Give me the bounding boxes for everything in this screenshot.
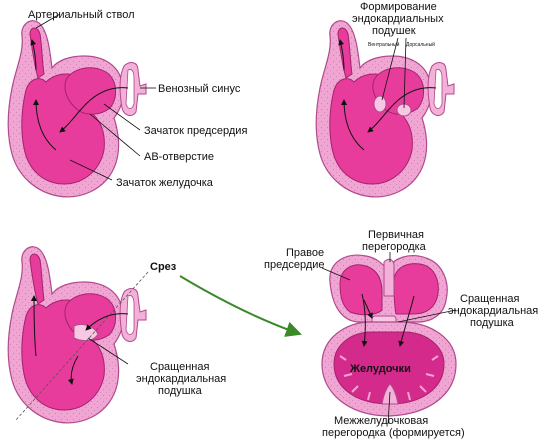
label-atrium-primordium: Зачаток предсердия <box>144 125 247 137</box>
label-fused-cushion-right-line1: Сращенная <box>460 293 519 305</box>
flow-arrow-4c <box>363 299 373 319</box>
flow-arrow-2c <box>338 39 345 71</box>
label-fused-cushion-left-line2: эндокардиальная <box>136 373 226 385</box>
flow-arrow-4b <box>398 295 415 347</box>
label-fused-cushion-left-line3: подушка <box>158 385 203 397</box>
label-av-opening: АВ-отверстие <box>144 151 214 163</box>
leader-cushions-dorsal <box>403 37 407 109</box>
flow-arrow-3c <box>31 295 38 357</box>
flow-arrow-2a <box>367 87 437 133</box>
right-atrium-lumen <box>339 264 383 316</box>
label-venous-sinus: Венозный синус <box>158 83 241 95</box>
left-atrium-lumen <box>393 263 439 315</box>
primary-septum <box>383 258 395 297</box>
label-iv-septum-line2: перегородка (формируется) <box>322 427 465 439</box>
leader-av-opening <box>89 113 141 157</box>
ventricles-lumen <box>333 331 445 405</box>
leader-iv-septum <box>387 391 391 425</box>
label-ventricle-primordium: Зачаток желудочка <box>116 177 214 189</box>
heart-panel-2 <box>315 20 455 198</box>
label-right-atrium-line2: предсердие <box>264 259 325 271</box>
flow-arrow-1c <box>30 39 37 71</box>
cross-section-panel: Желудочки <box>321 254 457 417</box>
label-section: Срез <box>150 261 177 273</box>
fused-cushion-3 <box>73 323 99 342</box>
label-primary-septum-line1: Первичная <box>368 229 424 241</box>
label-ventral: Вентральный <box>368 41 400 48</box>
section-line <box>15 271 149 421</box>
endocardial-cushion-ventral <box>373 95 387 113</box>
label-cushions-forming-line2: эндокардиальных <box>352 13 444 25</box>
label-cushions-forming-line3: подушек <box>372 25 416 37</box>
flow-arrow-3a <box>85 313 129 331</box>
leader-right-atrium <box>321 267 351 281</box>
venous-sinus-lumen-3 <box>125 295 135 335</box>
leader-fused-cushion-left <box>87 337 129 365</box>
label-fused-cushion-right-line2: эндокардиальная <box>448 305 538 317</box>
label-arterial-trunk: Артериальный ствол <box>28 9 135 21</box>
label-cushions-forming-line1: Формирование <box>360 1 437 13</box>
leader-atrium-primordium <box>103 103 141 131</box>
label-iv-septum-line1: Межжелудочковая <box>334 415 428 427</box>
flow-arrow-3b <box>67 355 79 385</box>
label-fused-cushion-right-line3: подушка <box>470 317 515 329</box>
leader-arterial-trunk <box>35 13 61 29</box>
heart-panel-1: Артериальный ствол Венозный синус Зачато… <box>7 9 247 198</box>
label-dorsal: Дорсальный <box>406 41 435 48</box>
trabeculae <box>339 355 439 401</box>
flow-arrow-1b <box>33 99 57 151</box>
leader-ventricle-primordium <box>69 159 113 181</box>
venous-sinus-lumen-2 <box>433 69 443 109</box>
outflow-lumen-3 <box>29 253 45 305</box>
venous-sinus-lumen-1 <box>125 69 135 109</box>
label-primary-septum-line2: перегородка <box>362 241 427 253</box>
flow-arrow-2b <box>341 99 365 151</box>
flow-arrow-1a <box>59 87 129 133</box>
green-arrow <box>179 275 302 337</box>
label-ventricles: Желудочки <box>349 363 411 375</box>
leader-fused-cushion-right <box>397 309 457 323</box>
heart-panel-3 <box>7 246 147 424</box>
label-right-atrium-line1: Правое <box>286 247 324 259</box>
flow-arrow-4a <box>361 293 368 347</box>
label-fused-cushion-left-line1: Сращенная <box>150 361 209 373</box>
leader-cushions-ventral <box>381 37 399 101</box>
